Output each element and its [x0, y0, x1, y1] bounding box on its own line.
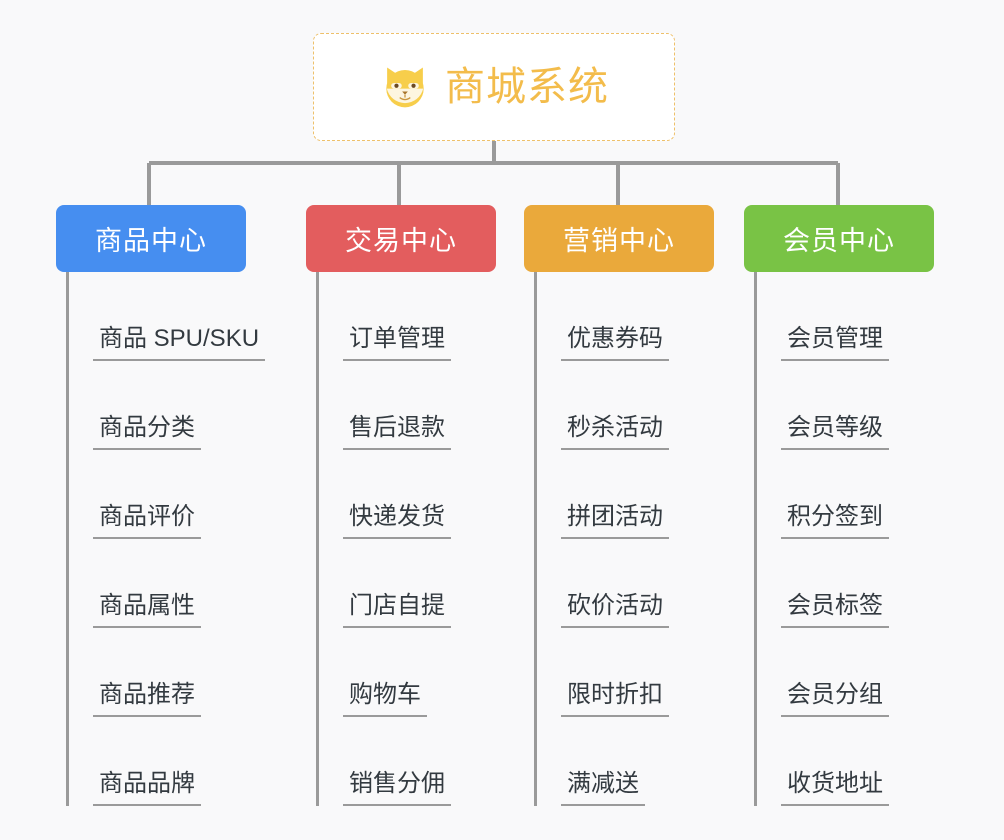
branch-column-member-center: 会员中心 会员管理 会员等级 积分签到 会员标签 会员分组 收货地址: [744, 205, 934, 806]
root-title: 商城系统: [445, 65, 609, 109]
list-item-label: 订单管理: [343, 325, 451, 361]
list-item-label: 商品 SPU/SKU: [93, 325, 266, 361]
list-item-label: 商品品牌: [93, 770, 201, 806]
branch-column-marketing-center: 营销中心 优惠券码 秒杀活动 拼团活动 砍价活动 限时折扣 满减送: [524, 205, 714, 806]
list-item-label: 满减送: [561, 770, 645, 806]
branch-header-label: 交易中心: [345, 226, 457, 256]
branch-header-marketing-center[interactable]: 营销中心: [524, 205, 714, 272]
dog-face-icon: [386, 67, 424, 108]
list-item-label: 收货地址: [781, 770, 889, 806]
list-item[interactable]: 快递发货: [317, 450, 496, 539]
list-item[interactable]: 商品分类: [67, 361, 246, 450]
list-item[interactable]: 积分签到: [755, 450, 934, 539]
list-item-label: 商品属性: [93, 592, 201, 628]
list-item[interactable]: 门店自提: [317, 539, 496, 628]
branch-header-member-center[interactable]: 会员中心: [744, 205, 934, 272]
list-item[interactable]: 商品品牌: [67, 717, 246, 806]
list-item[interactable]: 砍价活动: [535, 539, 714, 628]
list-item-label: 会员标签: [781, 592, 889, 628]
list-item[interactable]: 会员分组: [755, 628, 934, 717]
list-item[interactable]: 拼团活动: [535, 450, 714, 539]
list-item-label: 快递发货: [343, 503, 451, 539]
list-item[interactable]: 销售分佣: [317, 717, 496, 806]
list-item[interactable]: 商品 SPU/SKU: [67, 272, 266, 361]
list-item[interactable]: 购物车: [317, 628, 496, 717]
branch-column-trade-center: 交易中心 订单管理 售后退款 快递发货 门店自提 购物车 销售分佣: [306, 205, 496, 806]
list-item-label: 门店自提: [343, 592, 451, 628]
branch-header-label: 商品中心: [95, 226, 207, 256]
branch-rail: [754, 272, 757, 806]
list-item-label: 积分签到: [781, 503, 889, 539]
list-item-label: 商品推荐: [93, 681, 201, 717]
list-item-label: 销售分佣: [343, 770, 451, 806]
branch-items-trade-center: 订单管理 售后退款 快递发货 门店自提 购物车 销售分佣: [306, 272, 496, 806]
list-item[interactable]: 订单管理: [317, 272, 496, 361]
list-item[interactable]: 商品推荐: [67, 628, 246, 717]
branch-header-label: 营销中心: [563, 226, 675, 256]
list-item[interactable]: 秒杀活动: [535, 361, 714, 450]
branch-header-label: 会员中心: [783, 226, 895, 256]
list-item[interactable]: 限时折扣: [535, 628, 714, 717]
branch-rail: [66, 272, 69, 806]
list-item[interactable]: 满减送: [535, 717, 714, 806]
list-item-label: 会员等级: [781, 414, 889, 450]
list-item[interactable]: 商品属性: [67, 539, 246, 628]
branch-rail: [534, 272, 537, 806]
list-item-label: 会员管理: [781, 325, 889, 361]
list-item-label: 售后退款: [343, 414, 451, 450]
list-item-label: 商品评价: [93, 503, 201, 539]
list-item-label: 商品分类: [93, 414, 201, 450]
list-item-label: 拼团活动: [561, 503, 669, 539]
list-item-label: 限时折扣: [561, 681, 669, 717]
list-item[interactable]: 会员等级: [755, 361, 934, 450]
list-item[interactable]: 会员标签: [755, 539, 934, 628]
root-node-mall-system[interactable]: 商城系统: [313, 33, 675, 141]
list-item-label: 秒杀活动: [561, 414, 669, 450]
branch-items-marketing-center: 优惠券码 秒杀活动 拼团活动 砍价活动 限时折扣 满减送: [524, 272, 714, 806]
branch-rail: [316, 272, 319, 806]
list-item[interactable]: 收货地址: [755, 717, 934, 806]
list-item-label: 砍价活动: [561, 592, 669, 628]
list-item[interactable]: 会员管理: [755, 272, 934, 361]
list-item-label: 优惠券码: [561, 325, 669, 361]
list-item-label: 购物车: [343, 681, 427, 717]
branch-header-trade-center[interactable]: 交易中心: [306, 205, 496, 272]
branch-items-product-center: 商品 SPU/SKU 商品分类 商品评价 商品属性 商品推荐 商品品牌: [56, 272, 266, 806]
list-item[interactable]: 售后退款: [317, 361, 496, 450]
list-item[interactable]: 商品评价: [67, 450, 246, 539]
list-item[interactable]: 优惠券码: [535, 272, 714, 361]
list-item-label: 会员分组: [781, 681, 889, 717]
branch-column-product-center: 商品中心 商品 SPU/SKU 商品分类 商品评价 商品属性 商品推荐 商品品牌: [56, 205, 266, 806]
branch-items-member-center: 会员管理 会员等级 积分签到 会员标签 会员分组 收货地址: [744, 272, 934, 806]
branch-header-product-center[interactable]: 商品中心: [56, 205, 246, 272]
